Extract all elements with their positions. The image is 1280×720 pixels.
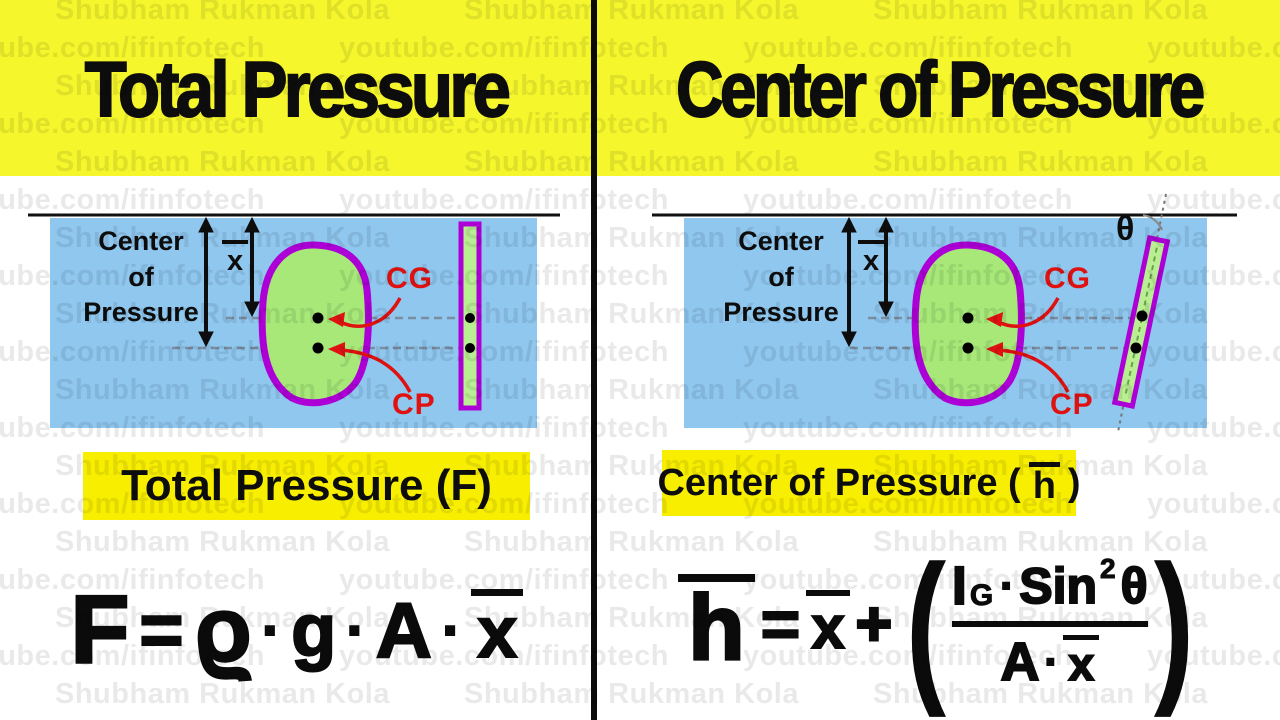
left-depth-label: Center of Pressure (83, 226, 199, 328)
h-bar-symbol: h (678, 574, 755, 676)
left-cg-label: CG (386, 262, 433, 295)
right-cg-label: CG (1044, 262, 1091, 295)
formula-F: F (69, 575, 131, 685)
theta-symbol: θ (1120, 557, 1149, 615)
fraction-numerator: I G · Sin 2 θ (951, 553, 1149, 618)
rho-symbol: ϱ (189, 574, 256, 685)
open-paren: ( (905, 529, 947, 718)
right-xbar-label: x (858, 240, 885, 278)
right-submerged-surface-blob (911, 241, 1025, 407)
left-cp-annotation-arrow (328, 342, 412, 393)
right-panel-title: Center of Pressure (675, 44, 1206, 134)
theta-label: θ (1116, 210, 1135, 248)
right-cp-label: CP (1050, 388, 1094, 421)
left-panel-title: Total Pressure (84, 44, 512, 134)
left-sublabel: Total Pressure (F) (83, 452, 530, 520)
subscript-G: G (969, 579, 994, 613)
right-plate-cg-dot (1136, 310, 1148, 322)
formula-A: A (375, 585, 433, 675)
center-of-pressure-formula: h = x + ( I G · Sin 2 θ A · x ) (602, 538, 1278, 710)
right-plate-cp-dot (1130, 342, 1142, 354)
theta-angle-arc (1142, 214, 1163, 231)
formula-A: A (999, 631, 1040, 693)
left-plate-cp-dot (465, 343, 475, 353)
right-depth-arrow (841, 216, 857, 348)
x-bar-symbol: x (471, 588, 524, 671)
panel-divider (591, 0, 597, 720)
right-cp-annotation-arrow (986, 342, 1070, 393)
fraction-denominator: A · x (999, 631, 1100, 693)
dot-operator: · (345, 597, 366, 664)
equals-sign: = (760, 585, 802, 663)
formula-I: I (951, 555, 968, 617)
left-cp-dot (312, 342, 324, 354)
dot-operator: · (261, 597, 282, 664)
formula-g: g (290, 588, 337, 673)
plus-sign: + (854, 588, 893, 660)
right-xbar-arrow (878, 216, 894, 318)
h-bar-symbol: h (1028, 461, 1060, 505)
left-depth-arrow (198, 216, 214, 348)
right-depth-label: Center of Pressure (723, 226, 839, 328)
superscript-2: 2 (1100, 553, 1117, 585)
x-bar-symbol: x (1063, 635, 1100, 690)
right-sublabel: Center of Pressure ( h ) (657, 450, 1081, 516)
left-submerged-surface-blob (258, 241, 372, 407)
title-banner (0, 0, 1280, 176)
left-cg-annotation-arrow (328, 297, 402, 328)
fraction-bar (951, 621, 1148, 627)
fraction: I G · Sin 2 θ A · x (951, 553, 1149, 694)
left-xbar-arrow (244, 216, 260, 318)
formula-sin: Sin (1018, 557, 1098, 615)
dot-operator: · (441, 597, 462, 664)
left-plate-cg-dot (465, 313, 475, 323)
x-bar-symbol: x (806, 589, 850, 660)
left-cg-dot (312, 312, 324, 324)
total-pressure-formula: F = ϱ · g · A · x (22, 555, 572, 705)
dot-operator: · (1043, 637, 1059, 686)
dot-operator: · (999, 561, 1015, 610)
equals-sign: = (138, 587, 184, 674)
right-cg-annotation-arrow (986, 297, 1060, 328)
right-cp-dot (962, 342, 974, 354)
close-paren: ) (1153, 529, 1194, 718)
right-cg-dot (962, 312, 974, 324)
right-inclined-plate (1111, 234, 1171, 410)
left-xbar-label: x (222, 240, 249, 278)
left-cp-label: CP (392, 388, 436, 421)
